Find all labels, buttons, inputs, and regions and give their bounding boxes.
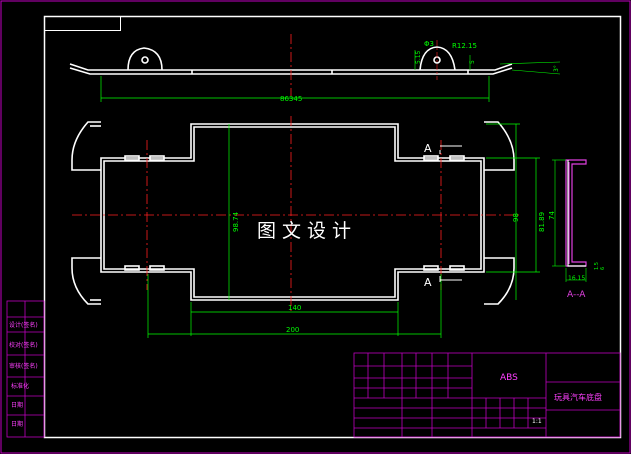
side-elevation xyxy=(69,46,513,75)
inner-width-label: 140 xyxy=(288,304,301,312)
section-dimensions xyxy=(552,159,587,282)
overall-length-label: 86345 xyxy=(280,95,302,103)
section-height-label: 74 xyxy=(548,211,556,220)
section-width-label: 16.15 xyxy=(568,275,585,282)
title-block xyxy=(353,352,621,438)
left-strip-label-5: 日期 xyxy=(11,401,23,409)
overall-length-dimension xyxy=(100,76,490,102)
section-view xyxy=(565,159,587,267)
plan-view xyxy=(71,121,515,305)
plan-centerlines xyxy=(72,116,520,312)
left-strip-label-1: 设计(签名) xyxy=(9,321,38,329)
left-strip-label-6: 日期 xyxy=(11,420,23,428)
title-block-part-name: 玩具汽车底盘 xyxy=(554,392,602,402)
title-block-material: ABS xyxy=(500,373,518,383)
section-view-outline xyxy=(567,160,586,267)
left-strip-table xyxy=(6,300,45,438)
drawing-frame xyxy=(43,15,622,439)
top-left-label-box xyxy=(44,16,121,31)
angle-label: 3° xyxy=(553,65,560,72)
fillet-radius-label: R12.15 xyxy=(452,42,477,50)
body-height-label: 81.89 xyxy=(538,212,546,232)
small-height-label: 5.15 xyxy=(415,50,422,64)
top-right-dim-lines xyxy=(414,50,561,75)
section-markers xyxy=(439,145,462,282)
section-marker-top: A xyxy=(424,142,432,155)
section-marker-bottom: A xyxy=(424,276,432,289)
left-strip-texts: 设计(签名) 校对(签名) 审核(签名) 标准化 日期 日期 xyxy=(9,321,38,428)
title-block-scale: 1:1 xyxy=(532,418,542,425)
right-height-label: 98 xyxy=(512,213,520,222)
section-small-label: 1.5 xyxy=(594,262,600,270)
section-small-label-2: 6 xyxy=(600,267,606,270)
hole-diameter-label: Φ3 xyxy=(424,40,434,48)
inner-height-label: 98.74 xyxy=(232,211,240,232)
plan-dimensions xyxy=(147,123,540,338)
small-height-label-2: 5 xyxy=(469,60,476,64)
section-title: A--A xyxy=(567,290,586,300)
left-strip-label-4: 标准化 xyxy=(11,382,29,390)
left-strip-label-3: 审核(签名) xyxy=(9,362,38,370)
outer-width-label: 200 xyxy=(286,326,299,334)
left-strip-label-2: 校对(签名) xyxy=(9,341,38,349)
watermark: 图文设计 xyxy=(257,220,357,242)
